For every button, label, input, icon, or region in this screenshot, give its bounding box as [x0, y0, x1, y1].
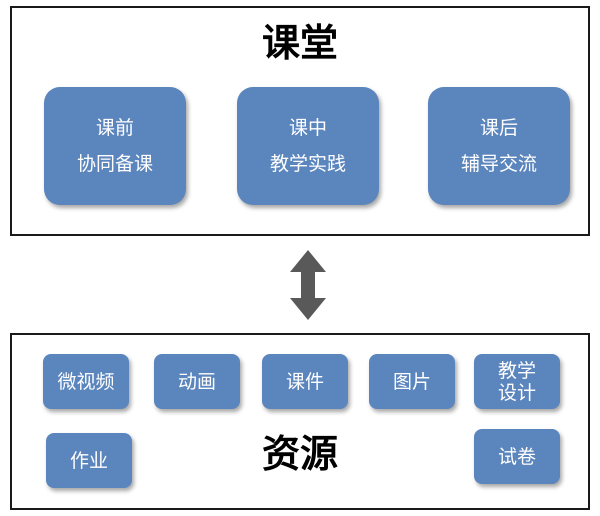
resource-homework-label: 作业 [69, 449, 108, 472]
stage-after-class: 课后 辅导交流 [428, 87, 570, 205]
resource-images-label: 图片 [392, 370, 431, 393]
resource-test-papers: 试卷 [474, 429, 560, 484]
stage-during-class: 课中 教学实践 [237, 87, 379, 205]
resource-courseware-label: 课件 [285, 370, 324, 393]
stage-after-class-label: 课后 [479, 117, 518, 139]
resource-animation-label: 动画 [177, 370, 216, 393]
stage-during-class-activity: 教学实践 [269, 153, 346, 175]
resource-images: 图片 [369, 354, 455, 409]
stage-before-class-activity: 协同备课 [76, 153, 153, 175]
resource-animation: 动画 [154, 354, 240, 409]
resource-micro-video: 微视频 [43, 354, 129, 409]
resource-courseware: 课件 [262, 354, 348, 409]
resource-micro-video-label: 微视频 [57, 370, 115, 393]
resource-teaching-design: 教学 设计 [474, 354, 560, 409]
resources-panel: 微视频 动画 课件 图片 教学 设计 作业 试卷 资源 [10, 333, 590, 510]
stage-before-class: 课前 协同备课 [44, 87, 186, 205]
resource-teaching-design-label: 教学 设计 [497, 359, 536, 404]
classroom-panel: 课堂 课前 协同备课 课中 教学实践 课后 辅导交流 [10, 6, 590, 236]
stage-after-class-activity: 辅导交流 [460, 153, 537, 175]
classroom-title: 课堂 [261, 21, 338, 65]
resource-test-papers-label: 试卷 [497, 445, 536, 468]
double-arrow-icon [290, 250, 326, 320]
double-arrow-shape [290, 250, 326, 320]
resources-title: 资源 [262, 432, 339, 476]
stage-before-class-label: 课前 [95, 117, 134, 139]
stage-during-class-label: 课中 [288, 117, 327, 139]
resource-homework: 作业 [46, 433, 132, 488]
